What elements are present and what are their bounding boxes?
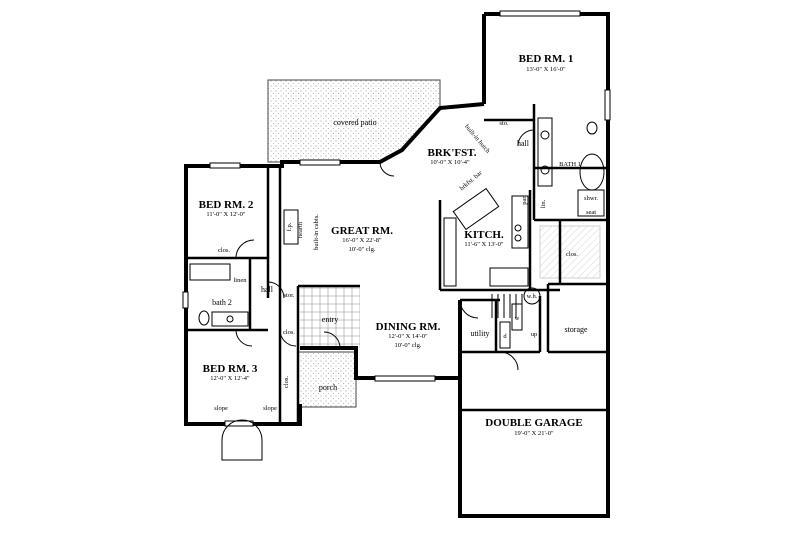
doors: [221, 129, 535, 461]
porch-area: [297, 351, 357, 408]
dryer-label: d: [503, 333, 507, 340]
brkfst-dimensions: 10'-0" X 10'-4": [430, 159, 470, 166]
bed-rm-2-dimensions: 11'-0" X 12'-0": [206, 211, 246, 218]
water-heater: [523, 287, 541, 305]
sto-label: sto.: [499, 120, 509, 127]
double-garage-dimensions: 19'-0" X 21'-0": [514, 430, 554, 437]
seat-label: seat: [586, 209, 596, 216]
master-closet: [539, 225, 601, 279]
entry-label: entry: [322, 315, 338, 324]
interior-walls: [186, 104, 608, 424]
porch-label: porch: [319, 383, 337, 392]
bed-rm-2-name: BED RM. 2: [199, 199, 254, 211]
bed-rm-1-dimensions: 13'-0" X 16'-0": [526, 66, 566, 73]
closet-master-label: clos.: [566, 251, 578, 258]
hearth-label: hearth: [297, 221, 304, 238]
kitchen-island: [452, 187, 500, 231]
hall-left-label: hall: [261, 285, 274, 294]
dining-rm-dimensions: 12'-0" X 14'-0": [388, 333, 428, 340]
built-in-cabinets-label: built-in cabts.: [313, 214, 320, 250]
bath2-vanity: [211, 311, 249, 327]
dining-rm-ceiling: 10'-0" clg.: [395, 342, 422, 349]
bath2-toilet: [198, 310, 210, 326]
kitchen-name: KITCH.: [464, 229, 504, 241]
bath1-tub: [579, 153, 605, 191]
closet-bed3-label: clos.: [283, 376, 290, 388]
closet-entry-label: clos.: [283, 329, 295, 336]
utility-label: utility: [470, 329, 489, 338]
bath-1-label: BATH 1: [559, 161, 581, 168]
kitchen-dimensions: 11'-6" X 13'-0": [464, 241, 504, 248]
bath1-shower: [577, 189, 605, 217]
bed-rm-3-name: BED RM. 3: [203, 363, 258, 375]
great-rm-name: GREAT RM.: [331, 225, 393, 237]
closet-bed2-label: clos.: [218, 247, 230, 254]
kitchen-counter: [443, 217, 457, 287]
double-garage-name: DOUBLE GARAGE: [485, 417, 583, 429]
lin-label: lin.: [540, 199, 547, 208]
bath1-vanity: [537, 117, 553, 187]
stor-label: stor.: [283, 292, 294, 299]
bath2-tub: [189, 263, 231, 281]
fixtures: [189, 117, 605, 349]
fireplace-label: f.p.: [286, 222, 293, 231]
bed-rm-1-name: BED RM. 1: [519, 53, 574, 65]
water-heater-label: w.h.: [527, 293, 538, 300]
washer-label: w: [515, 315, 520, 322]
bath-2-label: bath 2: [212, 298, 232, 307]
covered-patio-label: covered patio: [333, 118, 376, 127]
slope-left-label: slope: [214, 405, 228, 412]
bath1-toilet: [586, 121, 598, 135]
brkfst-name: BRK'FST.: [427, 147, 476, 159]
dining-rm-name: DINING RM.: [376, 321, 441, 333]
brkfst-bar-label: brkfst. bar: [459, 169, 485, 192]
attic-stairs: [491, 294, 523, 318]
hall-right-label: hall: [517, 139, 530, 148]
shower-label: shwr.: [584, 195, 598, 202]
storage-label: storage: [564, 325, 588, 334]
linen-label: linen: [234, 277, 248, 284]
great-rm-dimensions: 16'-0" X 22'-8": [342, 237, 382, 244]
dryer: [499, 321, 511, 349]
pantry-label: pan: [521, 195, 528, 205]
slope-right-label: slope: [263, 405, 277, 412]
bed-rm-3-dimensions: 12'-0" X 12'-4": [210, 375, 250, 382]
stairs-up-label: up: [531, 331, 538, 338]
entry-tile: [300, 286, 360, 348]
room-labels: BED RM. 1 13'-0" X 16'-0" BRK'FST. 10'-0…: [199, 53, 583, 437]
great-rm-ceiling: 10'-0" clg.: [349, 246, 376, 253]
fireplace: [283, 209, 299, 245]
windows: [182, 10, 611, 427]
